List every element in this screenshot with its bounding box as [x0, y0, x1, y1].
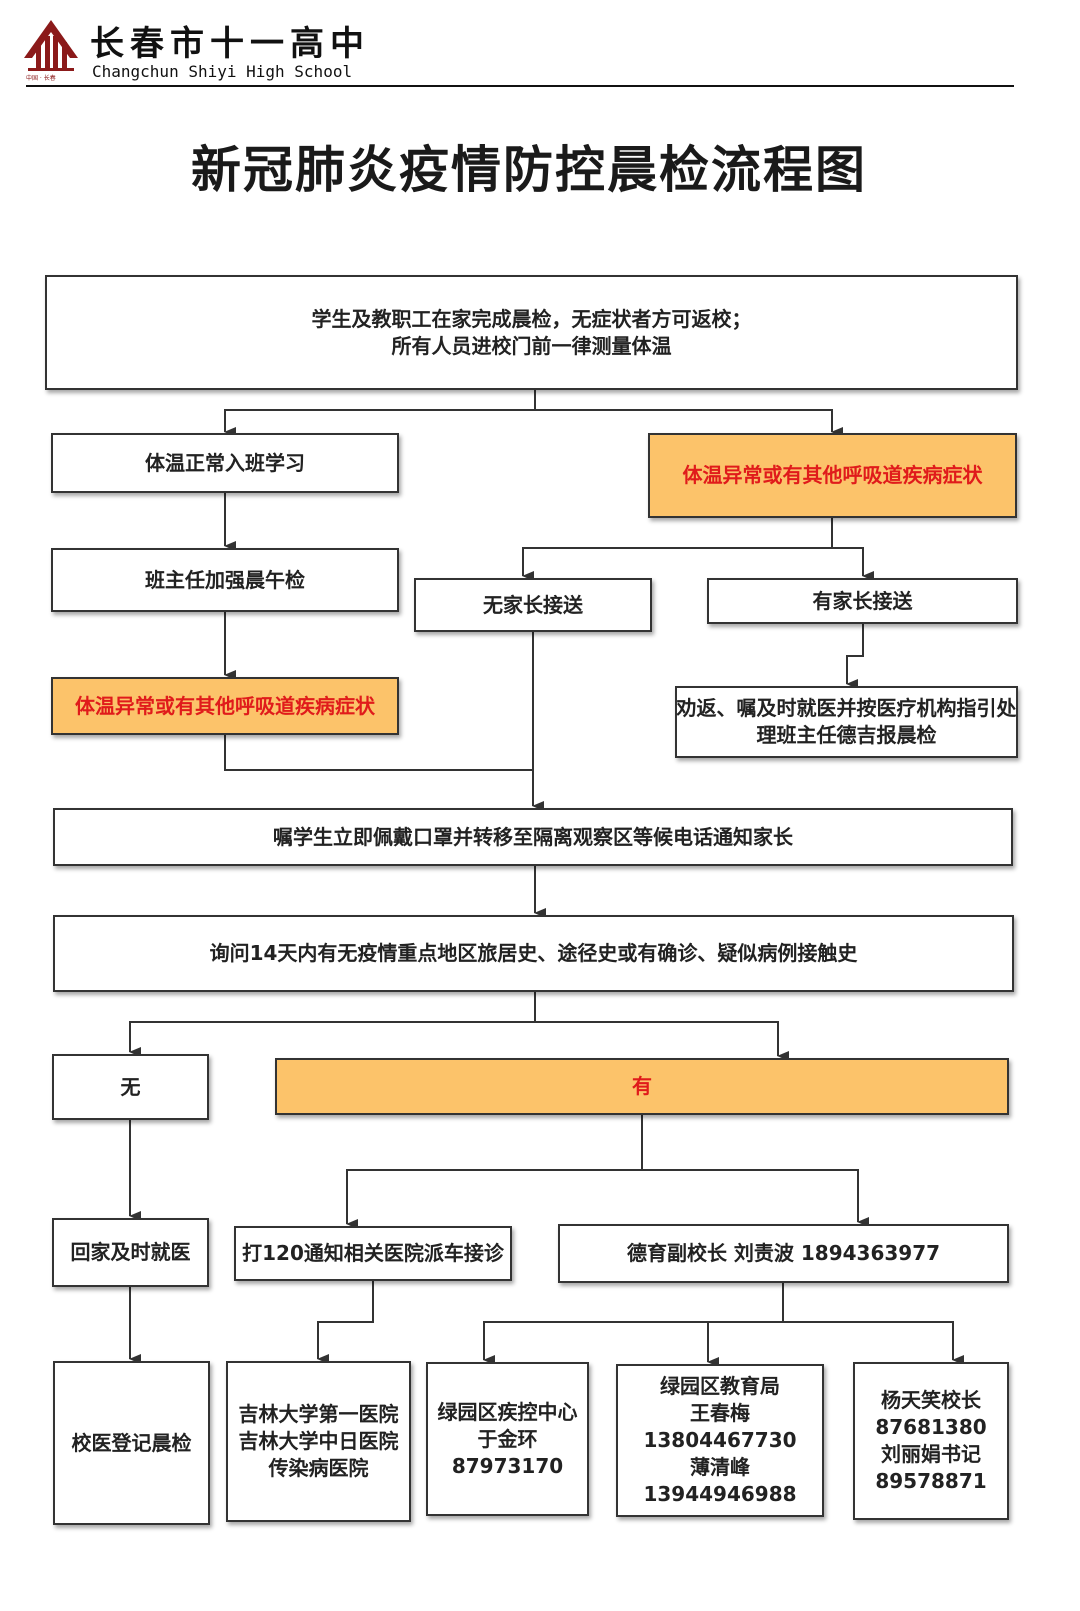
- persuade-return-line-1: 劝返、嘱及时就医并按医疗机构指引处: [676, 696, 1017, 720]
- no-parent-box: 无家长接送: [414, 578, 652, 632]
- call-120-label: 打120通知相关医院派车接诊: [242, 1241, 504, 1265]
- cdc-phone: 87973170: [451, 1453, 564, 1478]
- call-120-box: 打120通知相关医院派车接诊: [234, 1226, 512, 1281]
- abnormal-temp-right-label: 体温异常或有其他呼吸道疾病症状: [682, 463, 983, 487]
- head-teacher-check-label: 班主任加强晨午检: [145, 567, 305, 592]
- hospital-3: 传染病医院: [268, 1456, 369, 1480]
- cdc-box: 绿园区疾控中心 于金环 87973170: [426, 1362, 589, 1516]
- secretary-phone: 89578871: [875, 1469, 987, 1493]
- edu-bureau-contact-2: 薄清峰: [690, 1455, 750, 1479]
- no-box: 无: [52, 1054, 209, 1120]
- connector-yes-split-right: [642, 1169, 869, 1227]
- start-line-1: 学生及教职工在家完成晨检，无症状者方可返校；: [311, 306, 752, 331]
- go-home-box: 回家及时就医: [52, 1218, 209, 1287]
- principal-phone: 87681380: [875, 1415, 987, 1439]
- connector-abnormal-split-left: [522, 518, 833, 581]
- start-line-2: 所有人员进校门前一律测量体温: [391, 333, 672, 358]
- persuade-return-line-2: 理班主任德吉报晨检: [756, 723, 937, 747]
- yes-label: 有: [632, 1074, 652, 1098]
- connector-start-right: [535, 409, 843, 437]
- with-parent-box: 有家长接送: [707, 578, 1018, 624]
- vice-principal-label: 德育副校长 刘责波 1894363977: [626, 1241, 941, 1265]
- no-label: 无: [120, 1074, 141, 1099]
- edu-bureau-name: 绿园区教育局: [660, 1374, 780, 1398]
- hospital-2: 吉林大学中日医院: [238, 1429, 399, 1453]
- page-header: 中国 · 长春 长春市十一高中 Changchun Shiyi High Sch…: [0, 0, 1058, 90]
- start-box: 学生及教职工在家完成晨检，无症状者方可返校； 所有人员进校门前一律测量体温: [45, 275, 1018, 390]
- flow-connectors: [129, 390, 964, 1367]
- abnormal-temp-left-label: 体温异常或有其他呼吸道疾病症状: [75, 693, 375, 718]
- yes-box: 有: [275, 1058, 1009, 1115]
- isolate-box: 嘱学生立即佩戴口罩并转移至隔离观察区等候电话通知家长: [53, 808, 1013, 866]
- normal-temp-box: 体温正常入班学习: [51, 433, 399, 493]
- connector-vp-split-left: [483, 1283, 784, 1365]
- principals-box: 杨天笑校长 87681380 刘丽娟书记 89578871: [853, 1362, 1009, 1520]
- inquire-box: 询问14天内有无疫情重点地区旅居史、途径史或有确诊、疑似病例接触史: [53, 915, 1014, 992]
- header-divider: [26, 85, 1014, 87]
- connector-yes-split-left: [346, 1115, 643, 1229]
- principal-name: 杨天笑校长: [881, 1388, 981, 1412]
- hospitals-box: 吉林大学第一医院 吉林大学中日医院 传染病医院: [226, 1361, 411, 1522]
- persuade-return-box: 劝返、嘱及时就医并按医疗机构指引处 理班主任德吉报晨检: [675, 686, 1018, 758]
- school-name-cn: 长春市十一高中: [90, 24, 370, 64]
- edu-bureau-box: 绿园区教育局 王春梅 13804467730 薄清峰 13944946988: [616, 1364, 824, 1517]
- school-doctor-label: 校医登记晨检: [71, 1430, 192, 1455]
- cdc-name: 绿园区疾控中心: [437, 1399, 578, 1424]
- abnormal-temp-box-right: 体温异常或有其他呼吸道疾病症状: [648, 433, 1017, 518]
- connector-parent-to-persuade: [846, 624, 864, 689]
- with-parent-label: 有家长接送: [812, 588, 913, 613]
- connector-vp-split-right: [783, 1321, 964, 1365]
- normal-temp-label: 体温正常入班学习: [145, 450, 305, 475]
- edu-bureau-phone-2: 13944946988: [643, 1482, 797, 1506]
- secretary-name: 刘丽娟书记: [881, 1442, 981, 1466]
- edu-bureau-phone-1: 13804467730: [643, 1428, 797, 1452]
- vice-principal-box: 德育副校长 刘责波 1894363977: [558, 1224, 1009, 1283]
- page-title: 新冠肺炎疫情防控晨检流程图: [191, 140, 867, 199]
- isolate-label: 嘱学生立即佩戴口罩并转移至隔离观察区等候电话通知家长: [273, 824, 793, 849]
- head-teacher-check-box: 班主任加强晨午检: [51, 548, 399, 612]
- connector-inquire-split-right: [535, 1021, 789, 1061]
- school-name-en: Changchun Shiyi High School: [92, 62, 353, 81]
- inquire-label: 询问14天内有无疫情重点地区旅居史、途径史或有确诊、疑似病例接触史: [209, 941, 858, 965]
- logo-caption: 中国 · 长春: [26, 75, 56, 82]
- connector-120-to-hospitals: [317, 1281, 374, 1364]
- edu-bureau-contact-1: 王春梅: [690, 1401, 750, 1425]
- hospital-1: 吉林大学第一医院: [238, 1402, 399, 1426]
- school-doctor-box: 校医登记晨检: [53, 1361, 210, 1525]
- connector-abnormal-split-right: [832, 547, 874, 581]
- school-gate-logo-icon: [24, 20, 78, 71]
- cdc-contact: 于金环: [477, 1426, 538, 1451]
- connector-start-split: [224, 390, 536, 437]
- no-parent-label: 无家长接送: [483, 592, 583, 617]
- connector-abnormal-to-isolate: [224, 735, 533, 771]
- abnormal-temp-box-left: 体温异常或有其他呼吸道疾病症状: [51, 677, 399, 735]
- go-home-label: 回家及时就医: [70, 1240, 191, 1264]
- connector-inquire-split-left: [129, 992, 536, 1057]
